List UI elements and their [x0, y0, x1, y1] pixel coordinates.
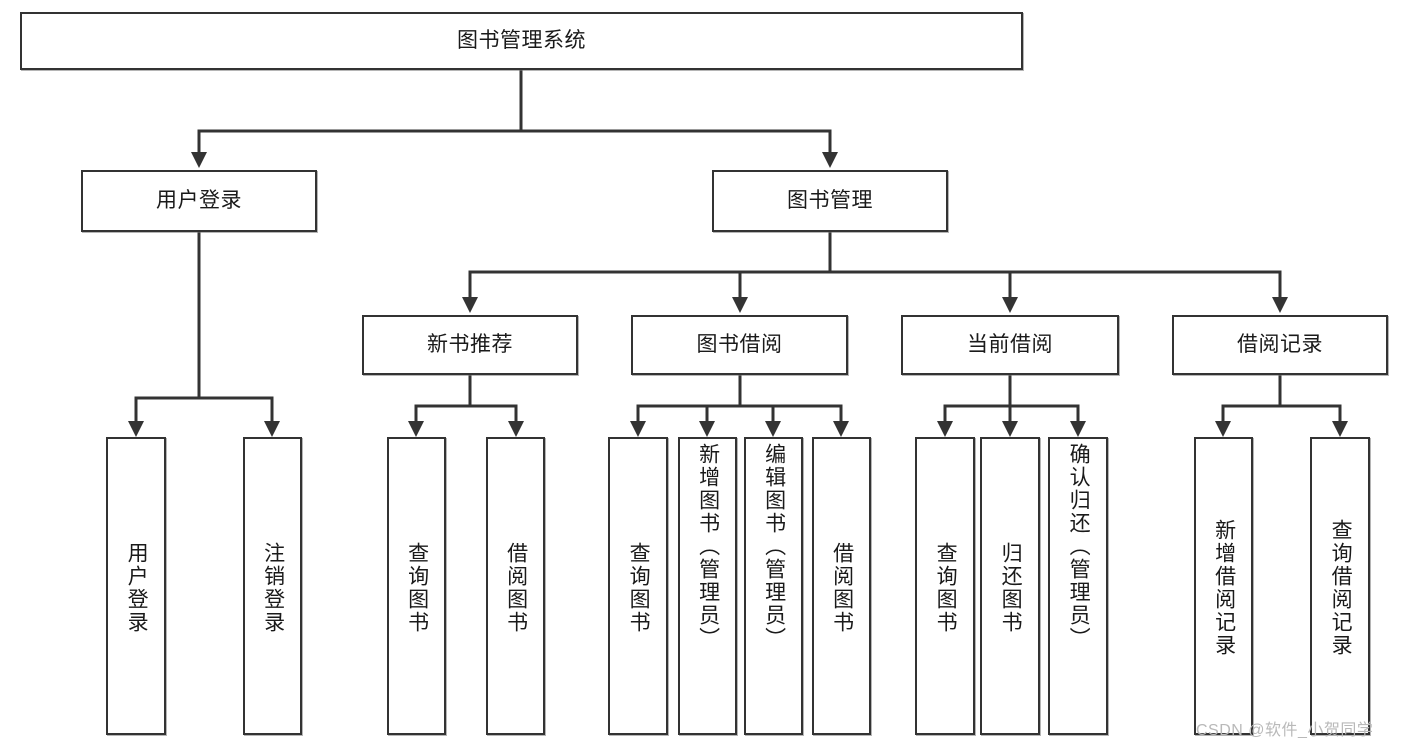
node-label: 图书管理系统	[457, 29, 586, 53]
node-leaf-logout-login[interactable]: 注销登录	[243, 437, 302, 735]
node-leaf-add-book-admin[interactable]: 新增图书（管理员）	[678, 437, 737, 735]
node-leaf-user-login[interactable]: 用户登录	[106, 437, 166, 735]
node-label: 当前借阅	[967, 333, 1053, 357]
node-label: 查询借阅记录	[1329, 519, 1353, 657]
node-label: 查询图书	[405, 542, 429, 634]
node-label: 新书推荐	[427, 333, 513, 357]
csdn-watermark: CSDN @软件_小贺同学	[1196, 722, 1374, 739]
node-leaf-query-book-3[interactable]: 查询图书	[915, 437, 975, 735]
node-label: 新增借阅记录	[1212, 519, 1236, 657]
node-book-management-system[interactable]: 图书管理系统	[20, 12, 1023, 70]
node-new-book-recommend[interactable]: 新书推荐	[362, 315, 578, 375]
node-label: 借阅记录	[1237, 333, 1323, 357]
node-leaf-borrow-book-1[interactable]: 借阅图书	[486, 437, 545, 735]
node-user-login[interactable]: 用户登录	[81, 170, 317, 232]
node-label: 注销登录	[261, 542, 285, 634]
node-leaf-add-borrow-record[interactable]: 新增借阅记录	[1194, 437, 1253, 735]
node-label: 新增图书（管理员）	[696, 443, 720, 650]
node-label: 查询图书	[934, 542, 958, 634]
node-borrow-record[interactable]: 借阅记录	[1172, 315, 1388, 375]
node-label: 编辑图书（管理员）	[762, 443, 786, 650]
node-leaf-borrow-book-2[interactable]: 借阅图书	[812, 437, 871, 735]
node-label: 确认归还（管理员）	[1067, 443, 1091, 650]
node-leaf-query-book-1[interactable]: 查询图书	[387, 437, 446, 735]
node-label: 归还图书	[999, 542, 1023, 634]
node-label: 图书借阅	[696, 333, 783, 357]
node-leaf-edit-book-admin[interactable]: 编辑图书（管理员）	[744, 437, 803, 735]
node-label: 用户登录	[156, 189, 242, 213]
node-book-management[interactable]: 图书管理	[712, 170, 948, 232]
node-leaf-query-book-2[interactable]: 查询图书	[608, 437, 668, 735]
node-leaf-return-book[interactable]: 归还图书	[980, 437, 1040, 735]
node-label: 借阅图书	[830, 542, 854, 634]
node-current-borrow[interactable]: 当前借阅	[901, 315, 1119, 375]
node-label: 借阅图书	[504, 542, 528, 634]
node-book-borrow[interactable]: 图书借阅	[631, 315, 848, 375]
node-label: 查询图书	[627, 542, 651, 634]
node-label: 用户登录	[125, 542, 149, 634]
node-label: 图书管理	[787, 189, 873, 213]
node-leaf-query-borrow-record[interactable]: 查询借阅记录	[1310, 437, 1370, 735]
node-leaf-confirm-return-admin[interactable]: 确认归还（管理员）	[1048, 437, 1108, 735]
